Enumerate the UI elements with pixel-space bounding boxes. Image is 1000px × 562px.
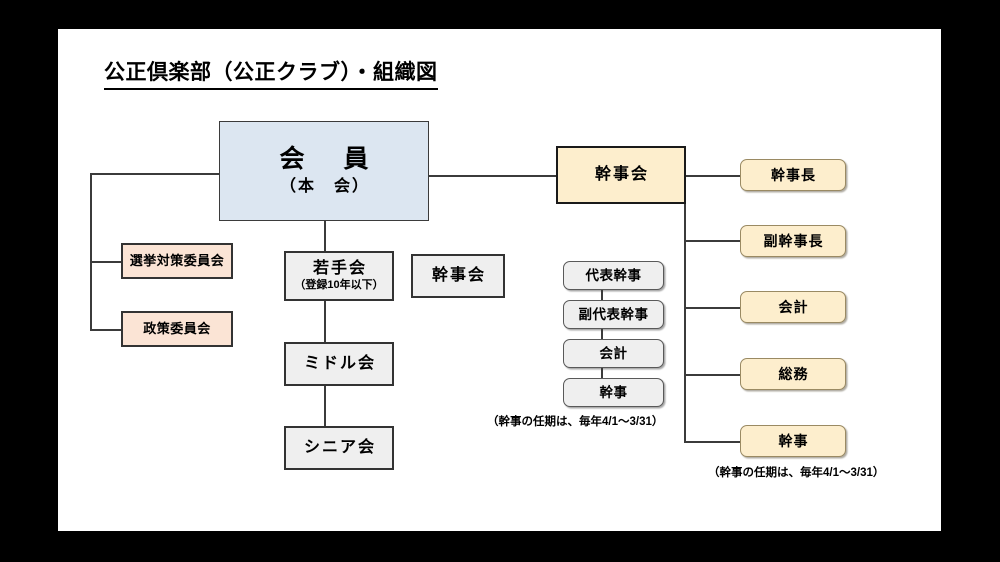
node-youth-officer-2[interactable]: 副代表幹事 bbox=[563, 300, 664, 329]
node-main-officer-1-label: 幹事長 bbox=[771, 166, 816, 183]
node-youth-officer-4-label: 幹事 bbox=[599, 384, 628, 400]
node-youth-officer-1-label: 代表幹事 bbox=[585, 267, 642, 283]
page-title: 公正倶楽部（公正クラブ）・組織図 bbox=[104, 56, 438, 90]
node-main-board[interactable]: 幹事会 bbox=[556, 146, 686, 204]
node-young-group[interactable]: 若手会 （登録10年以下） bbox=[284, 251, 394, 301]
node-election-committee-label: 選挙対策委員会 bbox=[129, 252, 225, 268]
main-term-note: （幹事の任期は、毎年4/1〜3/31） bbox=[708, 467, 885, 479]
node-youth-officer-1[interactable]: 代表幹事 bbox=[563, 261, 664, 290]
node-main-officer-2-label: 副幹事長 bbox=[763, 232, 824, 249]
node-member-sublabel: （本 会） bbox=[279, 178, 370, 196]
node-main-officer-5[interactable]: 幹事 bbox=[740, 425, 846, 457]
node-young-group-label: 若手会 bbox=[312, 259, 367, 277]
node-main-officer-3[interactable]: 会計 bbox=[740, 291, 846, 323]
node-youth-board[interactable]: 幹事会 bbox=[411, 254, 505, 298]
node-main-officer-3-label: 会計 bbox=[778, 298, 809, 315]
connector-main-officer-5 bbox=[684, 441, 741, 443]
node-senior-group-label: シニア会 bbox=[303, 438, 376, 456]
connector-left-spine bbox=[90, 173, 92, 331]
node-middle-group-label: ミドル会 bbox=[303, 354, 376, 372]
node-youth-officer-3-label: 会計 bbox=[599, 345, 628, 361]
node-election-committee[interactable]: 選挙対策委員会 bbox=[121, 243, 233, 279]
node-youth-officer-2-label: 副代表幹事 bbox=[578, 306, 649, 322]
node-member[interactable]: 会 員 （本 会） bbox=[219, 121, 429, 221]
connector-member-to-mainboard bbox=[428, 175, 556, 177]
node-youth-officer-4[interactable]: 幹事 bbox=[563, 378, 664, 407]
node-senior-group[interactable]: シニア会 bbox=[284, 426, 394, 470]
node-main-officer-5-label: 幹事 bbox=[778, 432, 809, 449]
node-main-board-label: 幹事会 bbox=[594, 165, 649, 183]
connector-to-committee-1 bbox=[90, 261, 122, 263]
node-middle-group[interactable]: ミドル会 bbox=[284, 342, 394, 386]
connector-member-down-spine bbox=[324, 218, 326, 449]
slide-canvas: 公正倶楽部（公正クラブ）・組織図 bbox=[58, 29, 941, 531]
node-main-officer-4-label: 総務 bbox=[778, 365, 809, 382]
node-policy-committee-label: 政策委員会 bbox=[143, 320, 211, 336]
youth-term-note: （幹事の任期は、毎年4/1〜3/31） bbox=[487, 416, 664, 428]
connector-main-officer-2 bbox=[684, 240, 741, 242]
node-youth-board-label: 幹事会 bbox=[431, 266, 486, 284]
connector-main-officer-3 bbox=[684, 307, 741, 309]
node-main-officer-4[interactable]: 総務 bbox=[740, 358, 846, 390]
connector-member-left bbox=[90, 173, 220, 175]
connector-main-officer-1 bbox=[684, 175, 741, 177]
connector-main-officer-4 bbox=[684, 374, 741, 376]
node-policy-committee[interactable]: 政策委員会 bbox=[121, 311, 233, 347]
connector-youth-spine bbox=[601, 276, 603, 394]
node-main-officer-1[interactable]: 幹事長 bbox=[740, 159, 846, 191]
connector-to-committee-2 bbox=[90, 329, 122, 331]
node-youth-officer-3[interactable]: 会計 bbox=[563, 339, 664, 368]
node-young-group-sublabel: （登録10年以下） bbox=[294, 279, 384, 292]
node-member-label: 会 員 bbox=[279, 145, 376, 174]
node-main-officer-2[interactable]: 副幹事長 bbox=[740, 225, 846, 257]
